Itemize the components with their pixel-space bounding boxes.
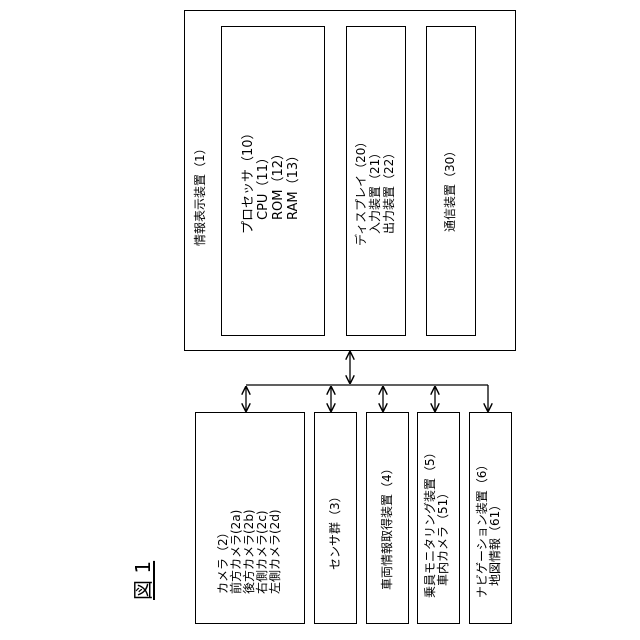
occupant-monitor-text: 乗員モニタリング装置（5） 車内カメラ（51） [424, 446, 450, 598]
processor-text: プロセッサ（10） CPU（11） ROM（12） RAM（13） [241, 126, 301, 234]
sensor-text: センサ群（3） [329, 490, 342, 570]
comm-device-text: 通信装置（30） [444, 145, 457, 232]
info-display-device-title: 情報表示装置（1） [194, 142, 207, 246]
vehicle-info-text: 車両情報取得装置（4） [381, 462, 394, 590]
camera-text: カメラ（2） 前方カメラ(2a) 後方カメラ(2b) 右側カメラ(2c) 左側カ… [217, 509, 282, 594]
display-text: ディスプレイ（20） 入力装置（21） 出力装置（22） [354, 136, 396, 246]
figure-label: 図 1 [132, 561, 154, 600]
navigation-text: ナビゲーション装置（6） 地図情報（61） [476, 459, 502, 598]
